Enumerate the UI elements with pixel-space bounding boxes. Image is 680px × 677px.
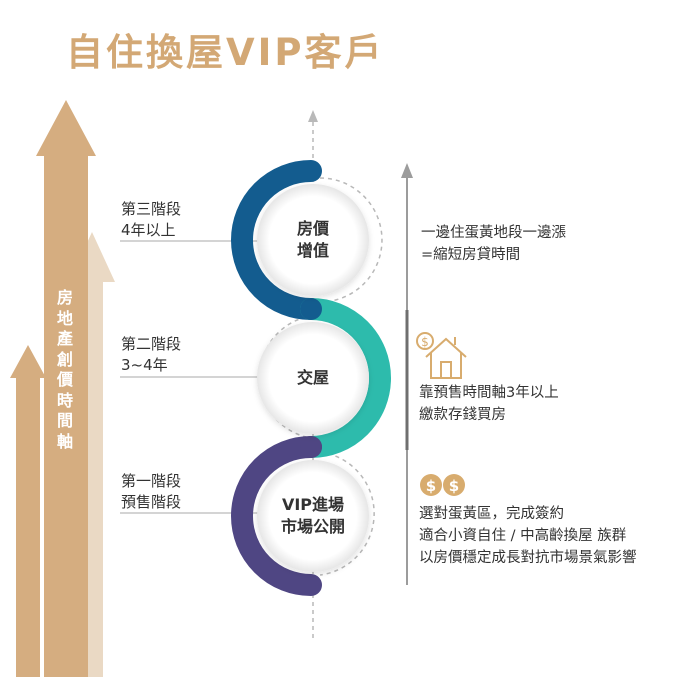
- page-title: 自住換屋VIP客戶: [66, 31, 385, 74]
- junction-bottom: [300, 436, 322, 458]
- stage-2-title: 第二階段: [121, 335, 182, 353]
- description-bottom-line1: 選對蛋黃區，完成簽約: [419, 506, 564, 522]
- growth-arrow-light: [69, 232, 115, 677]
- junction-top: [300, 298, 322, 320]
- description-bottom-line2: 適合小資自住 / 中高齡換屋 族群: [419, 528, 627, 544]
- stage-3-duration: 4年以上: [121, 221, 176, 239]
- stage-discs: [257, 184, 369, 572]
- disc-top-line2: 增值: [296, 241, 329, 260]
- ring-top: [231, 160, 322, 320]
- stage-1-title: 第一階段: [121, 472, 182, 490]
- description-middle-line2: 繳款存錢買房: [419, 407, 506, 423]
- description-top-line2: =縮短房貸時間: [421, 247, 521, 263]
- timeline-label: 房地產創價時間軸: [56, 288, 73, 451]
- svg-text:$: $: [449, 477, 459, 495]
- ring-middle: [300, 298, 391, 458]
- description-middle-line1: 靠預售時間軸3年以上: [419, 385, 559, 401]
- stage-3-title: 第三階段: [121, 200, 182, 218]
- stage-3-label: 第三階段 4年以上: [121, 199, 181, 241]
- description-top-line1: 一邊住蛋黃地段一邊漲: [421, 225, 566, 241]
- disc-middle-line1: 交屋: [296, 368, 329, 387]
- stage-1-duration: 預售階段: [121, 493, 182, 511]
- growth-arrow-small: [10, 345, 46, 677]
- disc-bottom-line1: VIP進場: [281, 495, 345, 514]
- disc-middle-text: 交屋: [263, 367, 363, 389]
- svg-text:$: $: [426, 477, 436, 495]
- description-middle: 靠預售時間軸3年以上 繳款存錢買房: [419, 382, 559, 426]
- ring-bottom: [231, 436, 322, 596]
- stage-2-duration: 3~4年: [121, 356, 168, 374]
- growth-arrow-large: [36, 100, 96, 677]
- svg-text:$: $: [421, 335, 429, 349]
- dollar-coins-icon: $ $: [420, 474, 465, 496]
- stage-2-label: 第二階段 3~4年: [121, 334, 181, 376]
- right-axis: [401, 163, 413, 585]
- disc-top-line1: 房價: [296, 219, 329, 238]
- stage-rings: [231, 160, 391, 596]
- stage-1-label: 第一階段 預售階段: [121, 471, 181, 513]
- disc-bottom-line2: 市場公開: [280, 517, 345, 536]
- description-top: 一邊住蛋黃地段一邊漲 =縮短房貸時間: [421, 222, 566, 266]
- description-bottom-line3: 以房價穩定成長對抗市場景氣影響: [419, 550, 637, 566]
- disc-bottom-text: VIP進場 市場公開: [258, 494, 368, 538]
- house-dollar-icon: $: [416, 332, 467, 379]
- description-bottom: 選對蛋黃區，完成簽約 適合小資自住 / 中高齡換屋 族群 以房價穩定成長對抗市場…: [419, 503, 637, 569]
- disc-top-text: 房價 增值: [263, 218, 363, 262]
- growth-arrows: [10, 100, 115, 677]
